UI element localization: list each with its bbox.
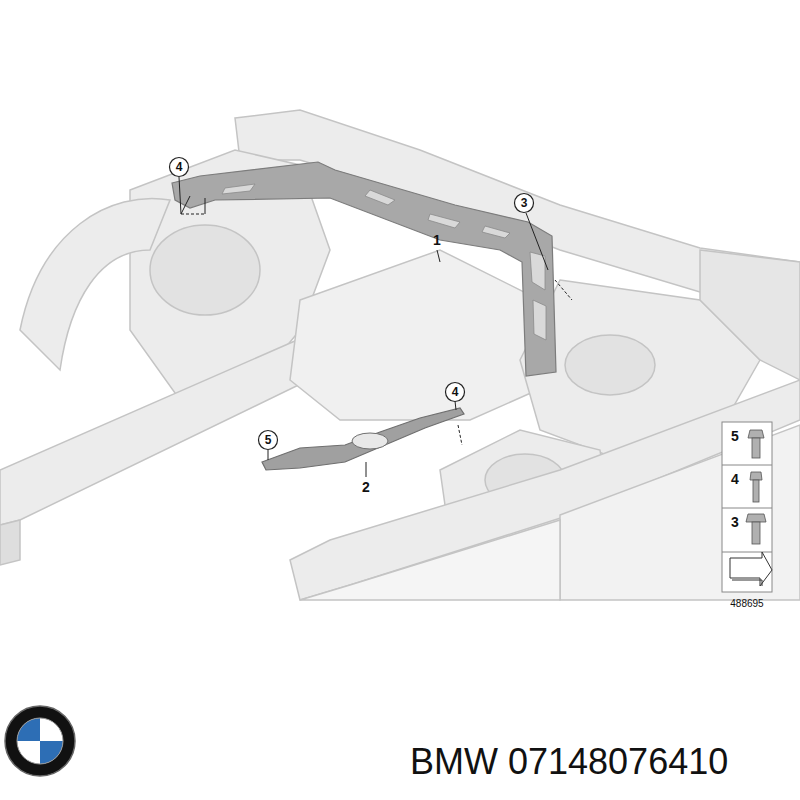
- fastener-number: 5: [731, 429, 739, 443]
- body-structure: [0, 110, 800, 600]
- callout-number: 1: [433, 233, 441, 247]
- callout-number: 2: [362, 480, 370, 494]
- fastener-panel: [722, 422, 772, 592]
- callout-circle: [170, 158, 534, 450]
- leader-line: [179, 177, 572, 477]
- fastener-number: 4: [731, 472, 739, 486]
- brace-cutouts: [222, 184, 546, 340]
- callout-number: 4: [452, 386, 459, 398]
- fastener-number: 3: [731, 515, 739, 529]
- strut-brace: [172, 162, 556, 376]
- plate-hole: [352, 433, 388, 449]
- diagram-id: 488695: [730, 599, 763, 609]
- callout-number: 5: [265, 434, 272, 446]
- brand-logo: [5, 706, 75, 776]
- bracket-plate: [262, 408, 464, 470]
- part-number-caption: BMW 07148076410: [410, 744, 728, 780]
- callout-number: 3: [521, 197, 528, 209]
- callout-number: 4: [176, 161, 183, 173]
